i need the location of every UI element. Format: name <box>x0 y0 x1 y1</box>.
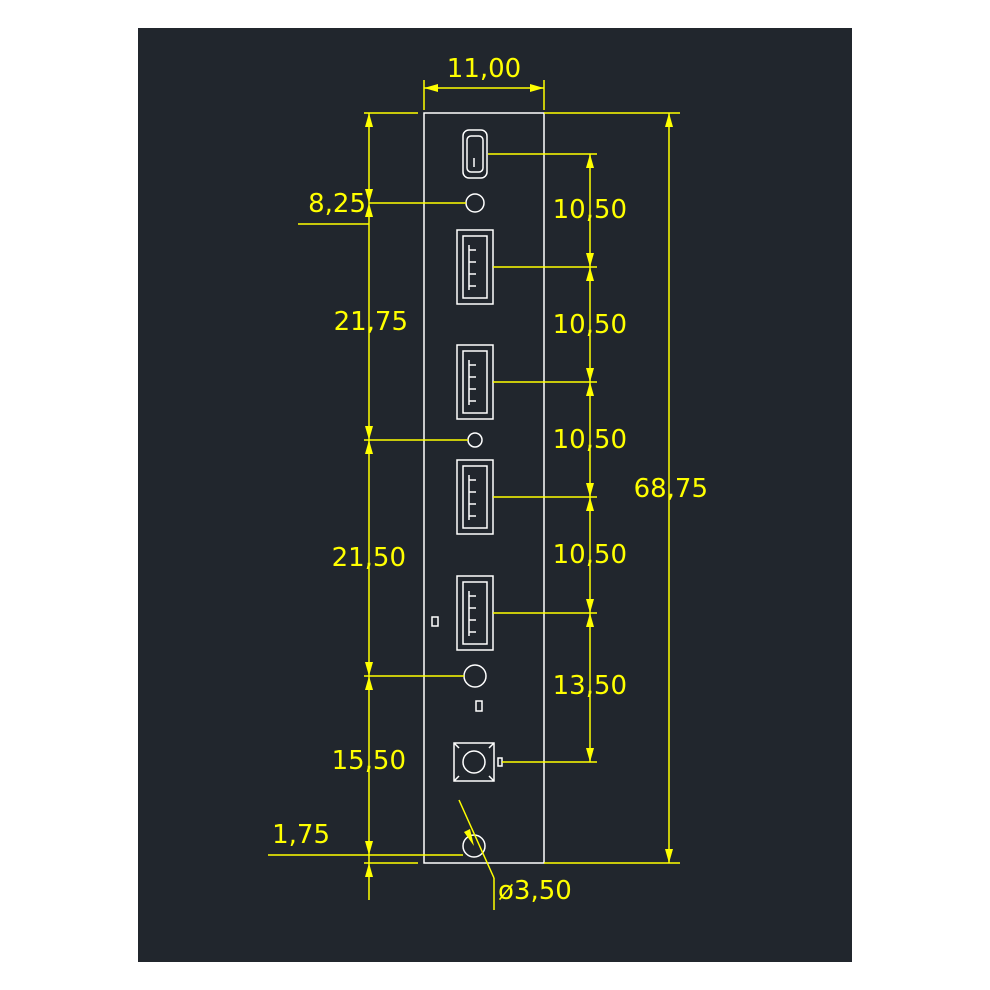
arrowhead <box>586 748 594 762</box>
arrowhead <box>586 599 594 613</box>
arrowhead <box>530 84 544 92</box>
dim-left-span-2: 21,50 <box>332 543 406 573</box>
led-indicator <box>475 700 483 712</box>
dim-left-bottom-offset: 1,75 <box>272 820 330 850</box>
arrowhead <box>665 113 673 127</box>
arrowhead <box>586 253 594 267</box>
arrowhead <box>365 863 373 877</box>
dim-total-height: 68,75 <box>634 474 708 504</box>
arrowhead <box>586 154 594 168</box>
usb-c-port <box>462 129 488 179</box>
button-body <box>453 742 495 782</box>
dim-left-top-offset: 8,25 <box>308 189 366 219</box>
arrowhead <box>365 113 373 127</box>
arrowhead <box>586 267 594 281</box>
dim-left-span-3: 15,50 <box>332 746 406 776</box>
dimension-labels: 11,00 68,75 8,25 21,75 21,50 15,50 1,75 … <box>272 54 708 906</box>
usb-a-cavity <box>462 465 488 529</box>
button-corner <box>488 742 495 749</box>
arrowhead <box>586 483 594 497</box>
usb-c-outer <box>462 129 488 179</box>
usb-a-cavity <box>462 235 488 299</box>
dim-right-pitch-4: 10,50 <box>553 540 627 570</box>
dim-left-span-1: 21,75 <box>334 307 408 337</box>
arrowhead <box>365 440 373 454</box>
tactile-button <box>453 742 495 782</box>
button-cap <box>462 750 486 774</box>
dim-right-pitch-3: 10,50 <box>553 425 627 455</box>
arrowhead <box>586 382 594 396</box>
usb-a-cavity <box>462 350 488 414</box>
arrowhead <box>424 84 438 92</box>
button-corner <box>453 775 460 782</box>
usb-c-inner <box>466 135 484 173</box>
arrowhead <box>665 849 673 863</box>
dim-width-top: 11,00 <box>447 54 521 84</box>
usb-a-cavity <box>462 581 488 645</box>
arrowhead <box>365 676 373 690</box>
arrowhead <box>586 368 594 382</box>
arrowhead <box>586 497 594 511</box>
panel-outline <box>423 112 545 864</box>
arrowhead <box>365 841 373 855</box>
usb-a-port <box>456 575 494 651</box>
button-corner <box>453 742 460 749</box>
button-corner <box>488 775 495 782</box>
arrowhead <box>365 203 373 217</box>
drawing-background <box>138 28 852 962</box>
arrowhead <box>464 829 474 846</box>
led-indicator <box>431 616 439 627</box>
dim-right-pitch-5: 13,50 <box>553 671 627 701</box>
arrowhead <box>365 662 373 676</box>
arrowhead <box>365 189 373 203</box>
dim-hole-diameter: ø3,50 <box>498 876 572 906</box>
arrowhead <box>586 613 594 627</box>
arrowhead <box>365 426 373 440</box>
dimension-arrows <box>365 84 673 877</box>
dim-right-pitch-2: 10,50 <box>553 310 627 340</box>
diameter-leader <box>458 799 495 879</box>
dim-right-pitch-1: 10,50 <box>553 195 627 225</box>
